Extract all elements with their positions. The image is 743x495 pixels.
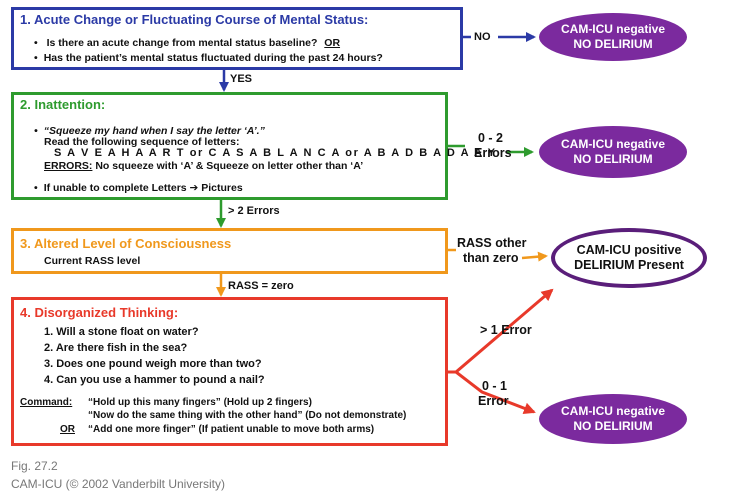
step4-question-4: 4. Can you use a hammer to pound a nail? xyxy=(44,374,265,386)
step4-question-1: 1. Will a stone float on water? xyxy=(44,326,199,338)
figure-number: Fig. 27.2 xyxy=(11,459,58,473)
label-0-2-errors: 0 - 2 Errors xyxy=(474,131,512,161)
step1-or: OR xyxy=(324,37,341,49)
figure-source: CAM-ICU (© 2002 Vanderbilt University) xyxy=(11,477,226,491)
step2-read-line: Read the following sequence of letters: xyxy=(44,136,240,148)
step1-question-2: Has the patient’s mental status fluctuat… xyxy=(34,52,383,64)
step4-box xyxy=(11,297,448,446)
label-rass-zero: RASS = zero xyxy=(228,280,294,292)
step4-command-label: Command: xyxy=(20,397,73,408)
label-no: NO xyxy=(474,31,491,43)
outcome-positive: CAM-ICU positive DELIRIUM Present xyxy=(551,228,707,288)
arrow-0-1-error xyxy=(455,370,536,415)
outcome-negative-3-line2: NO DELIRIUM xyxy=(573,419,653,433)
outcome-negative-2: CAM-ICU negative NO DELIRIUM xyxy=(539,126,687,178)
outcome-negative-1: CAM-ICU negative NO DELIRIUM xyxy=(539,13,687,61)
label-gt2-errors: > 2 Errors xyxy=(228,205,280,217)
outcome-negative-3-line1: CAM-ICU negative xyxy=(560,404,665,418)
step3-subtitle: Current RASS level xyxy=(44,255,141,267)
label-0-2: 0 - 2 xyxy=(478,131,504,145)
step2-errors: ERRORS: No squeeze with ‘A’ & Squeeze on… xyxy=(44,160,363,172)
step2-errors-text: No squeeze with ‘A’ & Squeeze on letter … xyxy=(95,160,364,172)
step4-command-3: “Add one more finger” (If patient unable… xyxy=(88,424,375,435)
outcome-positive-line2: DELIRIUM Present xyxy=(574,258,684,272)
label-rass-other-2: than zero xyxy=(463,251,519,265)
outcome-negative-2-line2: NO DELIRIUM xyxy=(573,152,653,166)
step4-command-1: “Hold up this many fingers” (Hold up 2 f… xyxy=(88,397,312,408)
step2-fallback: If unable to complete Letters ➔ Pictures xyxy=(34,182,243,194)
label-0-1: 0 - 1 xyxy=(482,379,508,393)
step3-title: 3. Altered Level of Consciousness xyxy=(20,236,232,251)
step1-question-1: Is there an acute change from mental sta… xyxy=(34,37,340,49)
label-rass-other: RASS other than zero xyxy=(457,236,526,266)
step2-instruction: “Squeeze my hand when I say the letter ‘… xyxy=(34,125,265,137)
step4-question-2: 2. Are there fish in the sea? xyxy=(44,342,188,354)
step2-letter-sequence: S A V E A H A A R T or C A S A B L A N C… xyxy=(54,147,497,159)
label-rass-other-1: RASS other xyxy=(457,236,527,250)
label-errors: Errors xyxy=(474,146,512,160)
label-0-1-error: 0 - 1 Error xyxy=(478,379,509,409)
outcome-negative-1-line1: CAM-ICU negative xyxy=(560,22,665,36)
label-gt1-error: > 1 Error xyxy=(480,323,532,337)
step4-question-3: 3. Does one pound weigh more than two? xyxy=(44,358,262,370)
step1-title: 1. Acute Change or Fluctuating Course of… xyxy=(20,12,369,27)
label-error: Error xyxy=(478,394,509,408)
outcome-negative-1-line2: NO DELIRIUM xyxy=(573,37,653,51)
outcome-negative-2-line1: CAM-ICU negative xyxy=(560,137,665,151)
step1-q1-text: Is there an acute change from mental sta… xyxy=(46,37,318,49)
step3-box xyxy=(11,228,448,274)
label-yes: YES xyxy=(230,73,253,85)
step2-title: 2. Inattention: xyxy=(20,97,106,112)
step4-title: 4. Disorganized Thinking: xyxy=(20,305,179,320)
outcome-positive-line1: CAM-ICU positive xyxy=(576,243,682,257)
step4-or-label: OR xyxy=(60,424,75,435)
step4-command-2: “Now do the same thing with the other ha… xyxy=(88,410,407,421)
step2-errors-label: ERRORS: xyxy=(44,160,93,172)
outcome-negative-3: CAM-ICU negative NO DELIRIUM xyxy=(539,394,687,444)
